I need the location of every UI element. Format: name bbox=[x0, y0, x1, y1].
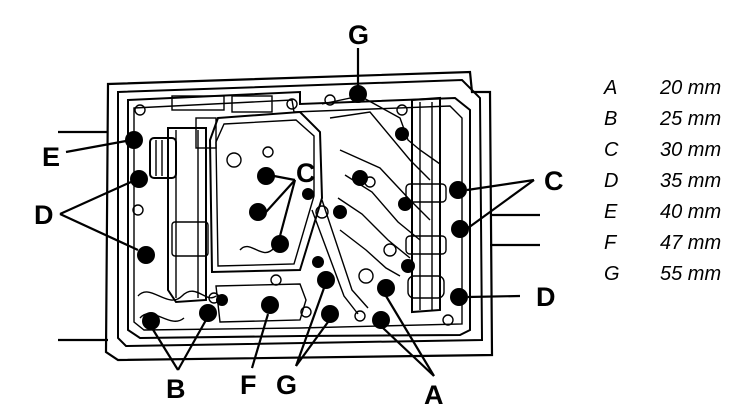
legend-value-a: 20 mm bbox=[659, 77, 721, 99]
bolt-c-right-1 bbox=[449, 181, 467, 199]
bolt-f bbox=[261, 296, 279, 314]
callout-labels: G E D C C D B F G A bbox=[34, 20, 564, 410]
bolt-a-1 bbox=[377, 279, 395, 297]
legend-value-d: 35 mm bbox=[660, 170, 721, 192]
callout-d-left: D bbox=[34, 200, 54, 230]
valve-body-plate bbox=[127, 90, 471, 340]
bolt-mid-4 bbox=[398, 197, 412, 211]
bolt-mid-1 bbox=[302, 188, 314, 200]
bolt-c-center-2 bbox=[249, 203, 267, 221]
legend-value-b: 25 mm bbox=[659, 108, 721, 130]
bolt-b-1 bbox=[142, 312, 160, 330]
bolt-c-center-3 bbox=[271, 235, 289, 253]
legend-letter-a: A bbox=[603, 77, 617, 99]
bolt-top-right bbox=[395, 127, 409, 141]
valve-body-housing bbox=[58, 70, 540, 362]
bolt-c-right-2 bbox=[451, 220, 469, 238]
bolt-mid-2 bbox=[333, 205, 347, 219]
legend-letter-g: G bbox=[604, 263, 620, 285]
bolt-d-lower-left bbox=[137, 246, 155, 264]
bolt-g-top bbox=[349, 85, 367, 103]
legend-letter-c: C bbox=[604, 139, 619, 161]
legend-value-g: 55 mm bbox=[660, 263, 721, 285]
callout-d-right: D bbox=[536, 282, 556, 312]
bolt-a-3 bbox=[401, 259, 415, 273]
callout-a: A bbox=[424, 380, 444, 410]
callout-c-right: C bbox=[544, 166, 564, 196]
bolt-b-2 bbox=[199, 304, 217, 322]
bolt-markers bbox=[125, 85, 469, 330]
legend-letter-f: F bbox=[604, 232, 618, 254]
legend-letter-d: D bbox=[604, 170, 618, 192]
bolt-extra-2 bbox=[312, 256, 324, 268]
bolt-c-center-1 bbox=[257, 167, 275, 185]
callout-g-bottom: G bbox=[276, 370, 297, 400]
bolt-e bbox=[125, 131, 143, 149]
legend-letter-b: B bbox=[604, 108, 617, 130]
legend-value-f: 47 mm bbox=[660, 232, 721, 254]
bolt-mid-3 bbox=[352, 170, 368, 186]
legend-value-c: 30 mm bbox=[660, 139, 721, 161]
callout-c-center: C bbox=[296, 158, 316, 188]
bolt-g-bottom-2 bbox=[321, 305, 339, 323]
bolt-d-right bbox=[450, 288, 468, 306]
legend-letter-e: E bbox=[604, 201, 618, 223]
callout-b: B bbox=[166, 374, 186, 404]
bolt-d-upper-left bbox=[130, 170, 148, 188]
callout-g-top: G bbox=[348, 20, 369, 50]
leader-lines bbox=[59, 48, 535, 377]
bolt-length-legend: A 20 mm B 25 mm C 30 mm D 35 mm E 40 mm … bbox=[603, 77, 721, 285]
callout-e: E bbox=[42, 142, 60, 172]
callout-f: F bbox=[240, 370, 257, 400]
bolt-extra-1 bbox=[216, 294, 228, 306]
bolt-a-2 bbox=[372, 311, 390, 329]
legend-value-e: 40 mm bbox=[660, 201, 721, 223]
bolt-g-bottom-1 bbox=[317, 271, 335, 289]
